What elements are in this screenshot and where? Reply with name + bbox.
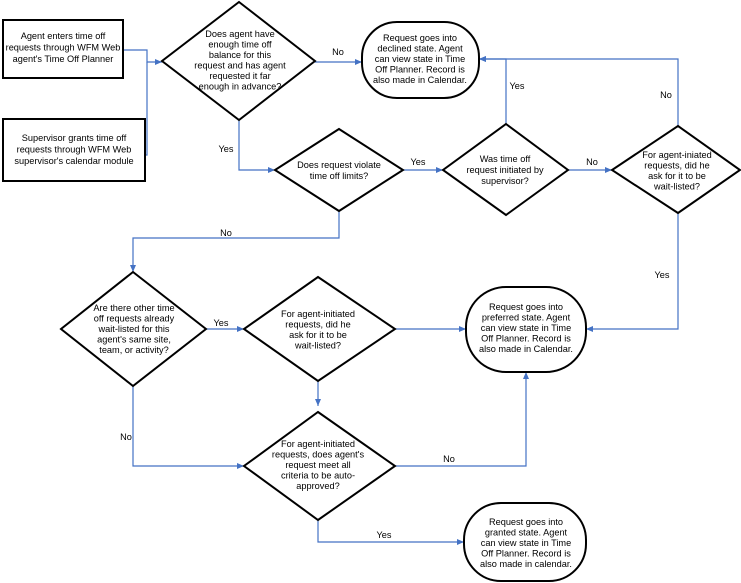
label-violate-yes: Yes (411, 157, 426, 167)
node-text-line: can view state in Time (481, 538, 571, 548)
node-text-line: agent's same site, (97, 335, 171, 345)
label-supervisor-yes: Yes (510, 81, 525, 91)
node-text-line: also made in Calendar. (479, 344, 573, 354)
label-waittop-no: No (660, 90, 672, 100)
supervisor-grants-text: Supervisor grants time off requests throu… (14, 133, 133, 166)
node-text-line: Supervisor grants time off (22, 133, 127, 143)
edge-waittop-yes (586, 213, 679, 332)
label-balance-yes: Yes (219, 144, 234, 154)
label-auto-yes: Yes (377, 530, 392, 540)
node-text-line: declined state. Agent (377, 44, 463, 54)
node-text-line: requests through WFM Web (6, 43, 121, 53)
node-text-line: also made in Calendar. (373, 75, 467, 85)
node-text-line: supervisor's calendar module (14, 156, 133, 166)
label-other-no: No (120, 432, 132, 442)
node-text-line: For agent-initiated (281, 439, 355, 449)
other-requests-decision (59, 270, 208, 388)
node-text-line: enough in advance? (199, 82, 282, 92)
label-auto-no: No (443, 454, 455, 464)
agent-enters-text: Agent enters time off requests through WF… (6, 31, 121, 64)
node-text-line: requests, did he (285, 320, 350, 330)
node-text-line: enough time off (208, 40, 272, 50)
violate-limits-decision (273, 127, 405, 213)
node-text-line: can view state in Time (481, 323, 571, 333)
edge-balance-yes (238, 120, 275, 173)
edge-auto-yes (317, 520, 464, 545)
node-text-line: team, or activity? (99, 345, 168, 355)
node-text-line: Off Planner. Record is (375, 65, 465, 75)
node-text-line: ask for it to be (648, 171, 706, 181)
node-text-line: Off Planner. Record is (481, 334, 571, 344)
node-text-line: also made in calendar. (480, 559, 572, 569)
node-text-line: Request goes into (489, 302, 563, 312)
node-text-line: wait-listed? (653, 182, 700, 192)
node-text-line: agent's Time Off Planner (13, 54, 114, 64)
auto-approved-decision (242, 410, 397, 522)
node-text-line: Request goes into (383, 33, 457, 43)
label-supervisor-no: No (586, 157, 598, 167)
label-balance-no: No (332, 47, 344, 57)
label-other-yes: Yes (214, 318, 229, 328)
edge-other-no (132, 386, 244, 469)
node-text-line: request initiated by (466, 165, 544, 175)
node-text-line: wait-listed for this (98, 324, 170, 334)
node-text-line: off requests already (94, 314, 175, 324)
node-text-line: Agent enters time off (21, 31, 106, 41)
node-text-line: wait-listed? (294, 341, 341, 351)
edge-violate-no (130, 211, 340, 272)
agent-waitlisted-top-decision (610, 124, 741, 215)
node-text-line: Does agent have (205, 29, 274, 39)
supervisor-initiated-decision (441, 122, 570, 217)
node-text-line: preferred state. Agent (482, 313, 571, 323)
declined-terminator (361, 21, 480, 99)
node-text-line: Was time off (480, 154, 531, 164)
node-text-line: can view state in Time (375, 54, 465, 64)
node-text-line: requests, did he (644, 161, 709, 171)
node-text-line: Off Planner. Record is (481, 549, 571, 559)
agent-waitlisted-mid-decision (242, 275, 397, 383)
preferred-terminator (465, 286, 587, 373)
edge-supervisor-yes (479, 56, 507, 124)
connectors (123, 49, 679, 545)
label-waittop-yes: Yes (655, 270, 670, 280)
node-text-line: time off limits? (310, 171, 369, 181)
balance-decision (160, 0, 317, 122)
node-text-line: supervisor? (481, 176, 529, 186)
node-text-line: requested it far (209, 71, 270, 81)
node-text-line: granted state. Agent (485, 528, 568, 538)
node-text-line: requests, does agent's (272, 450, 365, 460)
node-text-line: Request goes into (489, 517, 563, 527)
node-text-line: Are there other time (93, 303, 174, 313)
node-text-line: Does request violate (297, 160, 381, 170)
node-text-line: requests through WFM Web (17, 145, 132, 155)
edge-auto-no (395, 372, 529, 467)
agent-enters-box (2, 19, 124, 79)
node-text-line: ask for it to be (289, 330, 347, 340)
node-text-line: request and has agent (194, 61, 286, 71)
supervisor-grants-box (2, 118, 146, 182)
label-violate-no: No (220, 228, 232, 238)
edge-agent-to-balance (123, 49, 162, 65)
node-text-line: For agent-iniated (642, 150, 711, 160)
node-text-line: criteria to be auto- (281, 471, 355, 481)
node-text-line: balance for this (209, 50, 272, 60)
node-text-line: For agent-initiated (281, 309, 355, 319)
node-text-line: request meet all (285, 460, 350, 470)
granted-terminator (463, 502, 587, 582)
node-text-line: approved? (296, 481, 339, 491)
edge-waittop-no (479, 56, 679, 126)
